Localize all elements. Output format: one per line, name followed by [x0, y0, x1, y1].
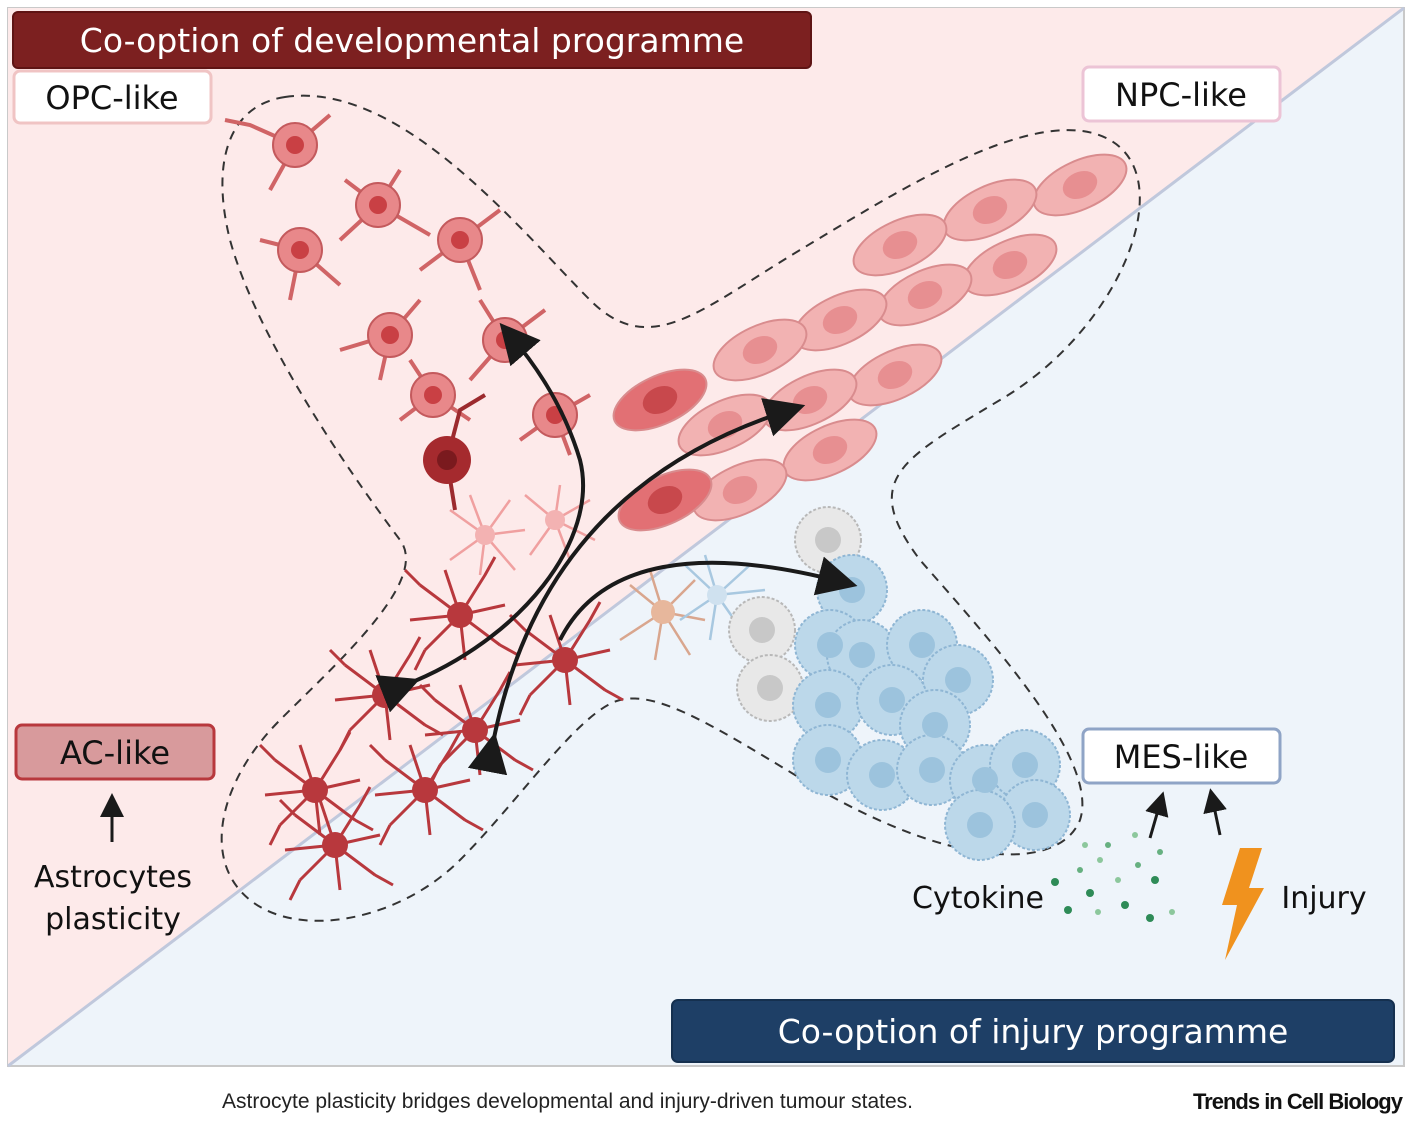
opc-nucleus — [451, 231, 469, 249]
developmental-banner-text: Co-option of developmental programme — [80, 21, 744, 60]
astrocyte-body — [302, 777, 328, 803]
beige-astrocyte-body — [651, 600, 675, 624]
astrocyte — [278, 786, 394, 901]
blue-astrocyte-body — [707, 585, 727, 605]
astrocytes-plasticity-line1: Astrocytes — [34, 860, 192, 895]
astrocyte-body — [462, 717, 488, 743]
npc-label-box — [1081, 65, 1282, 123]
astrocytes-plasticity-line2: plasticity — [45, 902, 181, 937]
astrocyte-body — [322, 832, 348, 858]
cytokine-label: Cytokine — [912, 881, 1044, 916]
arrow-ac-npc — [467, 398, 806, 776]
opc-nucleus — [496, 331, 514, 349]
astrocyte — [258, 731, 374, 846]
opc-label: OPC-like — [45, 79, 178, 117]
journal-name: Trends in Cell Biology — [1192, 1089, 1403, 1114]
astrocyte — [368, 731, 484, 846]
cytokine-arrow — [1145, 791, 1169, 839]
opc-nucleus — [291, 241, 309, 259]
transition-nucleus — [437, 450, 457, 470]
injury-banner-text: Co-option of injury programme — [778, 1012, 1289, 1051]
opc-nucleus — [424, 386, 442, 404]
light-astrocyte-body — [475, 525, 495, 545]
astrocyte-body — [372, 682, 398, 708]
figure-caption: Astrocyte plasticity bridges development… — [222, 1090, 913, 1113]
astrocyte-body — [447, 602, 473, 628]
injury-banner — [671, 999, 1395, 1063]
injury-arrow — [1203, 788, 1227, 836]
opc-nucleus — [381, 326, 399, 344]
injury-label: Injury — [1281, 881, 1366, 916]
light-astrocyte-body — [545, 510, 565, 530]
astrocyte-body — [552, 647, 578, 673]
opc-label-box — [12, 69, 213, 125]
cytokine-dots-icon — [1051, 832, 1175, 922]
ac-label: AC-like — [60, 734, 170, 772]
astrocyte-body — [412, 777, 438, 803]
mes-label-box — [1081, 727, 1282, 785]
arrow-ac-mes — [558, 556, 858, 641]
opc-nucleus — [286, 136, 304, 154]
opc-nucleus — [369, 196, 387, 214]
mes-label: MES-like — [1114, 738, 1249, 776]
ac-label-box — [14, 723, 216, 781]
lightning-icon — [1222, 848, 1264, 960]
npc-label: NPC-like — [1115, 76, 1247, 114]
developmental-banner — [12, 11, 812, 69]
